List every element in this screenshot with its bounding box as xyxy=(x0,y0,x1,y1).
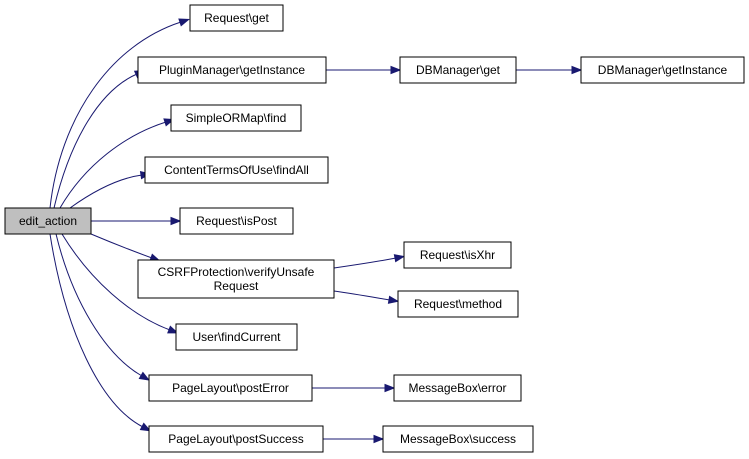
node-box xyxy=(403,241,512,269)
node-label: SimpleORMap\find xyxy=(186,111,287,125)
node-box xyxy=(393,374,522,402)
edge-edit_action-to-pagelayout_postsuccess xyxy=(49,233,152,432)
node-box xyxy=(397,290,519,318)
node-messagebox-error[interactable]: MessageBox\error xyxy=(393,374,522,402)
node-box xyxy=(382,425,534,453)
edge-line xyxy=(49,21,182,209)
node-label: edit_action xyxy=(19,214,77,228)
edge-arrowhead xyxy=(387,295,400,304)
node-box xyxy=(4,207,92,235)
node-box xyxy=(175,323,298,351)
node-label: MessageBox\error xyxy=(408,381,506,395)
node-box xyxy=(148,425,324,453)
edge-pagelayout_posterror-to-messagebox_error xyxy=(312,383,396,393)
node-box xyxy=(148,374,313,402)
node-box xyxy=(399,56,517,84)
edge-line xyxy=(61,233,171,331)
node-box xyxy=(580,56,745,84)
edge-edit_action-to-pagelayout_posterror xyxy=(55,233,151,381)
node-label: Request\isPost xyxy=(196,214,277,228)
edge-arrowhead xyxy=(170,216,182,226)
node-box xyxy=(170,104,302,132)
node-label: MessageBox\success xyxy=(400,432,516,446)
edge-arrowhead xyxy=(373,434,385,444)
node-label: User\findCurrent xyxy=(192,330,281,344)
edge-pagelayout_postsuccess-to-messagebox_success xyxy=(323,434,385,444)
node-request-method[interactable]: Request\method xyxy=(397,290,519,318)
edge-line xyxy=(90,233,153,259)
node-label: PageLayout\postError xyxy=(172,381,289,395)
node-label: Request xyxy=(214,279,259,293)
edge-line xyxy=(59,121,167,209)
node-box xyxy=(137,259,335,299)
node-request-get[interactable]: Request\get xyxy=(189,4,284,32)
node-request-isxhr[interactable]: Request\isXhr xyxy=(403,241,512,269)
node-label: DBManager\getInstance xyxy=(598,63,728,77)
edge-line xyxy=(69,174,143,209)
edge-edit_action-to-request_get xyxy=(49,18,190,209)
edge-line xyxy=(55,233,143,377)
node-label: CSRFProtection\verifyUnsafe xyxy=(158,265,315,279)
edge-edit_action-to-user_findcurrent xyxy=(61,233,179,334)
node-pluginmanager-getinstance[interactable]: PluginManager\getInstance xyxy=(137,56,327,84)
node-label: PageLayout\postSuccess xyxy=(168,432,303,446)
node-box xyxy=(137,56,327,84)
node-label: DBManager\get xyxy=(416,63,501,77)
edge-arrowhead xyxy=(167,325,179,334)
edge-arrowhead xyxy=(138,371,151,381)
edge-edit_action-to-csrfprotection_verifyunsaferequest xyxy=(90,233,161,262)
edge-csrfprotection_verifyunsaferequest-to-request_method xyxy=(333,290,400,304)
edge-line xyxy=(333,290,391,301)
node-label: PluginManager\getInstance xyxy=(159,63,305,77)
node-simpleormap-find[interactable]: SimpleORMap\find xyxy=(170,104,302,132)
edge-dbmanager_get-to-dbmanager_getinstance xyxy=(516,65,583,75)
node-box xyxy=(189,4,284,32)
node-box xyxy=(144,156,329,184)
edge-arrowhead xyxy=(571,65,583,75)
node-contenttermsofuse-findall[interactable]: ContentTermsOfUse\findAll xyxy=(144,156,329,184)
node-pagelayout-posterror[interactable]: PageLayout\postError xyxy=(148,374,313,402)
edge-line xyxy=(333,257,397,269)
edge-line xyxy=(53,73,138,209)
node-edit-action[interactable]: edit_action xyxy=(4,207,92,235)
node-label: Request\get xyxy=(204,11,269,25)
edge-arrowhead xyxy=(390,65,402,75)
edge-arrowhead xyxy=(384,383,396,393)
node-label: Request\method xyxy=(414,297,502,311)
node-box xyxy=(179,207,294,235)
node-label: Request\isXhr xyxy=(420,248,495,262)
node-user-findcurrent[interactable]: User\findCurrent xyxy=(175,323,298,351)
edge-edit_action-to-pluginmanager_getinstance xyxy=(53,70,146,209)
node-request-ispost[interactable]: Request\isPost xyxy=(179,207,294,235)
node-pagelayout-postsuccess[interactable]: PageLayout\postSuccess xyxy=(148,425,324,453)
edge-csrfprotection_verifyunsaferequest-to-request_isxhr xyxy=(333,254,406,269)
node-dbmanager-getinstance[interactable]: DBManager\getInstance xyxy=(580,56,745,84)
edge-line xyxy=(49,233,144,428)
edge-arrowhead xyxy=(139,422,152,432)
edge-arrowhead xyxy=(393,254,406,263)
nodes: edit_action Request\getPluginManager\getI… xyxy=(4,4,745,453)
node-messagebox-success[interactable]: MessageBox\success xyxy=(382,425,534,453)
node-label: ContentTermsOfUse\findAll xyxy=(164,163,309,177)
node-dbmanager-get[interactable]: DBManager\get xyxy=(399,56,517,84)
edge-edit_action-to-request_ispost xyxy=(91,216,182,226)
edge-pluginmanager_getinstance-to-dbmanager_get xyxy=(326,65,402,75)
edge-arrowhead xyxy=(178,18,190,27)
